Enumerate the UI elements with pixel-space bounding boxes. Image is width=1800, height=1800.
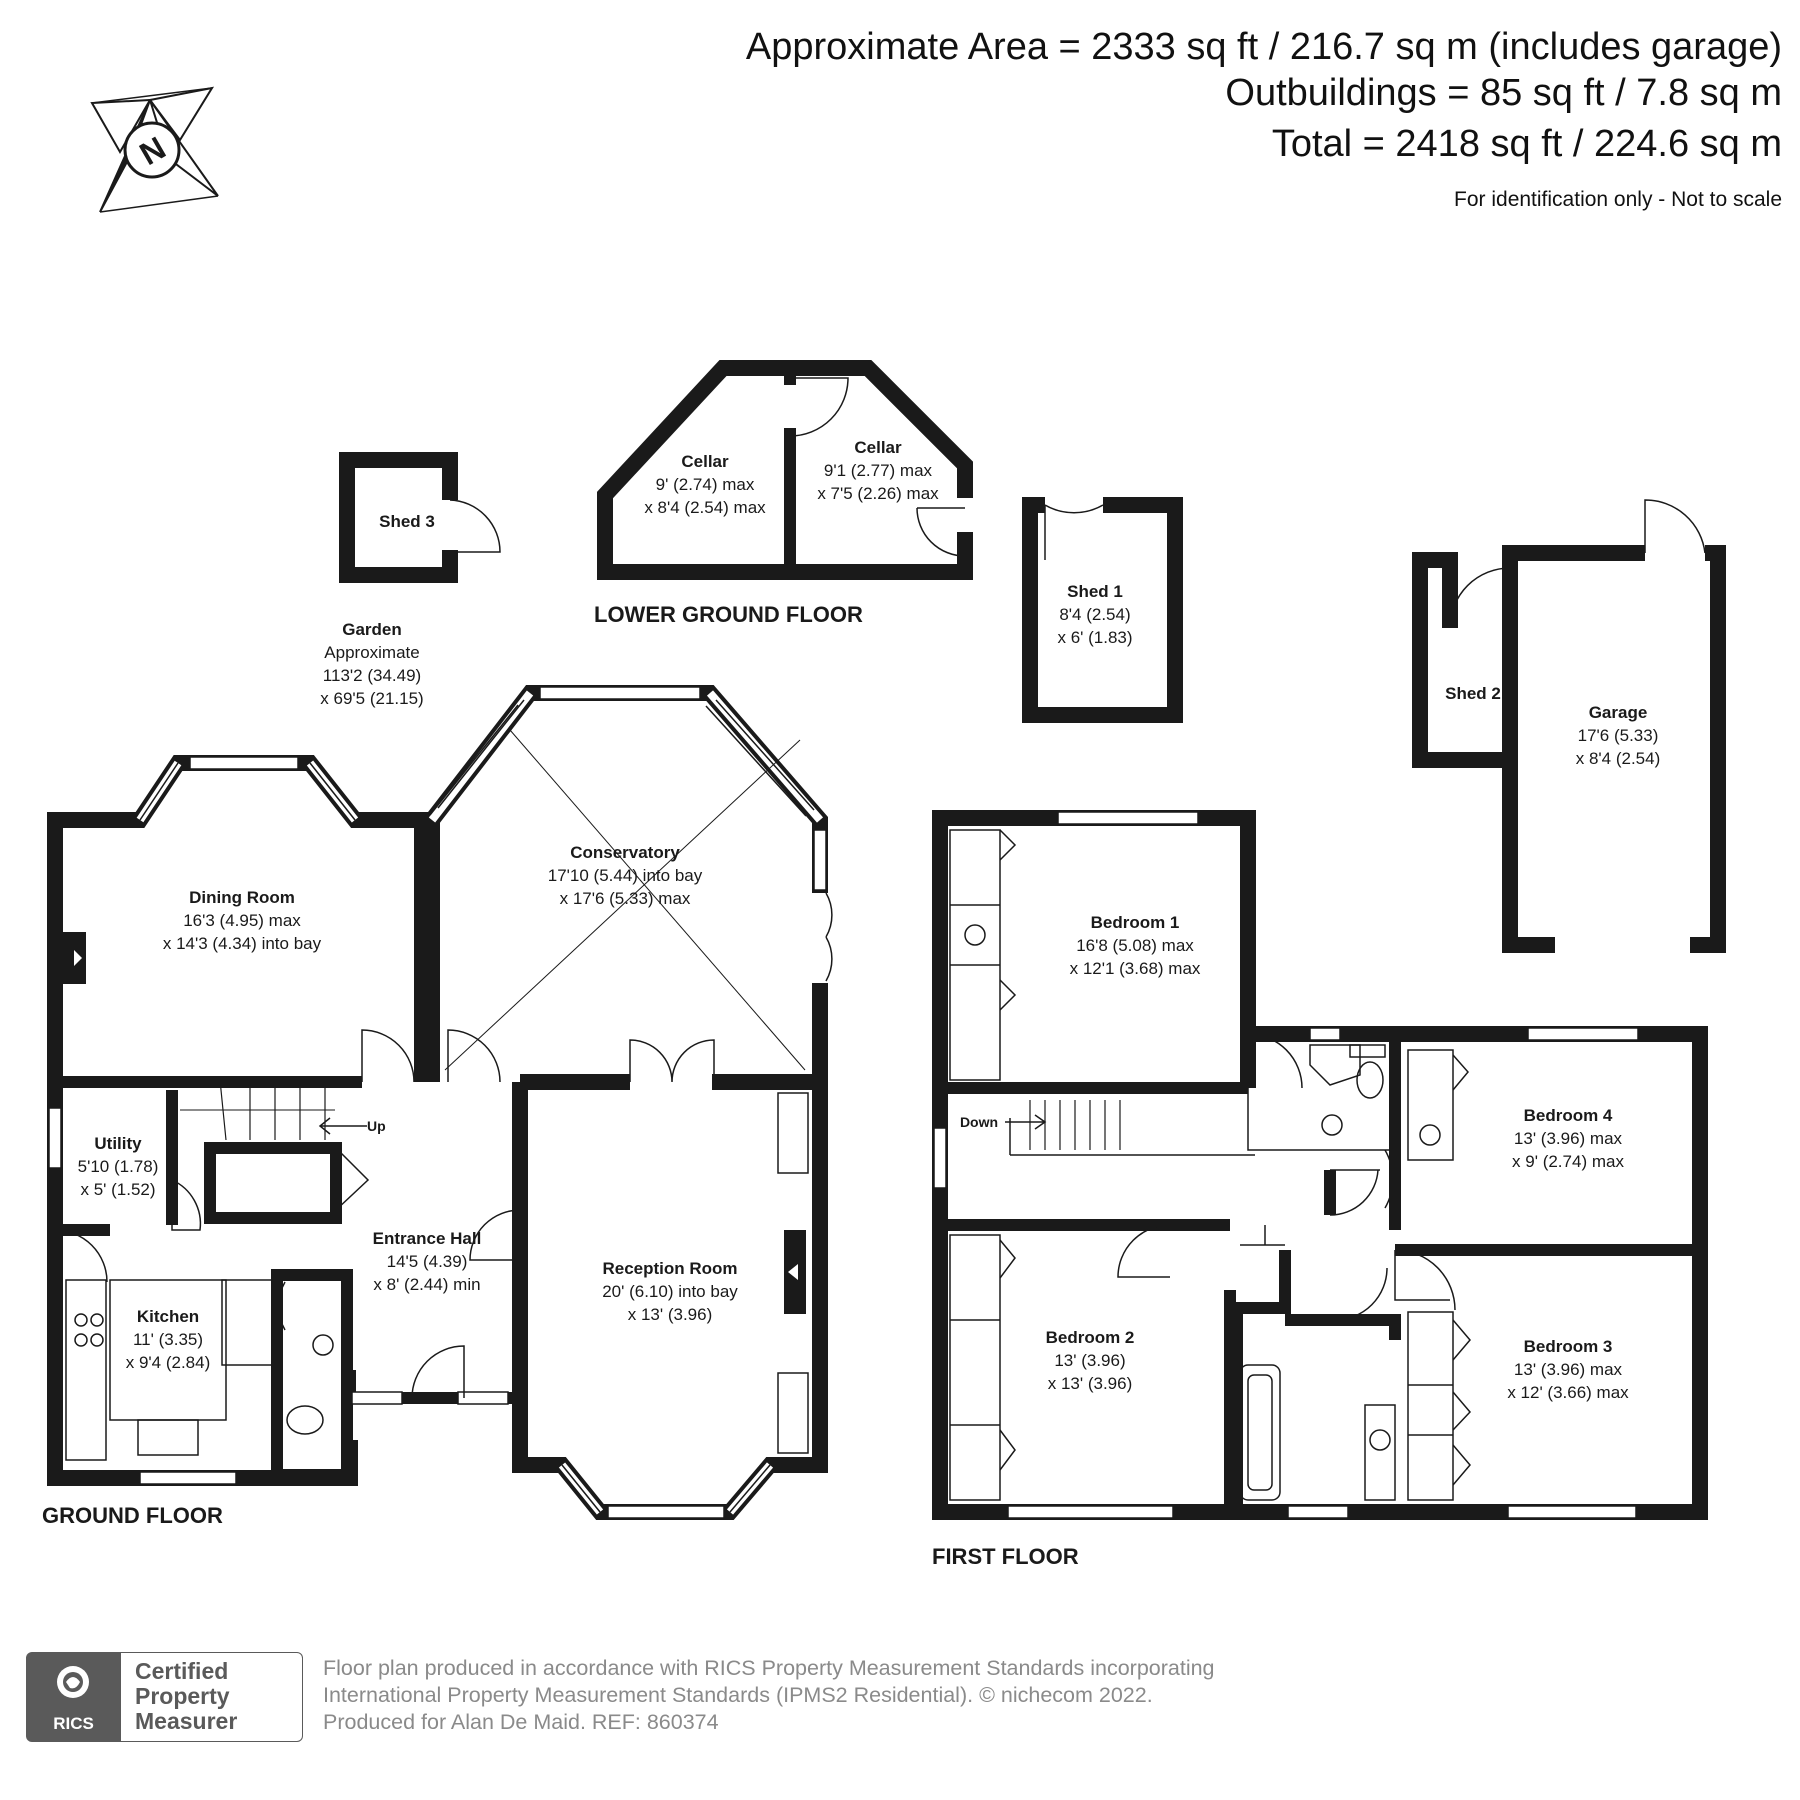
shed-1-dim1: 8'4 (2.54): [1059, 605, 1130, 624]
bedroom-4-dim1: 13' (3.96) max: [1514, 1129, 1623, 1148]
lower-ground-floor: Cellar 9' (2.74) max x 8'4 (2.54) max Ce…: [594, 360, 973, 627]
footer-line-1: Floor plan produced in accordance with R…: [323, 1656, 1215, 1680]
garden-dim1: 113'2 (34.49): [323, 666, 421, 685]
cellar-a-name: Cellar: [681, 452, 729, 471]
dining-room-name: Dining Room: [189, 888, 295, 907]
reception-room-dim2: x 13' (3.96): [628, 1305, 713, 1324]
garden-dim2: x 69'5 (21.15): [320, 689, 423, 708]
shed-1-name: Shed 1: [1067, 582, 1123, 601]
badge-line-certified: Certified: [135, 1658, 229, 1684]
conservatory-name: Conservatory: [570, 843, 680, 862]
utility-name: Utility: [94, 1134, 142, 1153]
not-to-scale-note: For identification only - Not to scale: [1454, 188, 1782, 211]
lion-icon: [57, 1666, 89, 1698]
entrance-hall-dim1: 14'5 (4.39): [387, 1252, 468, 1271]
ground-floor: Up Entrance Hall 14'5 (4.39) x 8' (2.44)…: [42, 685, 833, 1528]
shed-2-and-garage: Shed 2 Garage 17'6 (5.33) x 8'4 (2.54): [1412, 499, 1726, 953]
utility-dim1: 5'10 (1.78): [78, 1157, 159, 1176]
rics-certified-badge: RICS Certified Property Measurer: [26, 1652, 304, 1742]
entrance-hall-dim2: x 8' (2.44) min: [373, 1275, 480, 1294]
first-floor: Down Bedroom 1 16'8 (5.08) max x 12'1 (3…: [932, 810, 1708, 1569]
reception-room-dim1: 20' (6.10) into bay: [602, 1282, 738, 1301]
footer-line-3: Produced for Alan De Maid. REF: 860374: [323, 1710, 719, 1734]
cellar-b-name: Cellar: [854, 438, 902, 457]
bedroom-2-dim1: 13' (3.96): [1054, 1351, 1125, 1370]
cellar-a-dim1: 9' (2.74) max: [656, 475, 755, 494]
badge-line-measurer: Measurer: [135, 1708, 238, 1734]
reception-room-name: Reception Room: [602, 1259, 737, 1278]
cellar-b-dim1: 9'1 (2.77) max: [824, 461, 933, 480]
ground-floor-label: GROUND FLOOR: [42, 1503, 223, 1528]
conservatory-dim1: 17'10 (5.44) into bay: [548, 866, 703, 885]
footer-disclaimer: Floor plan produced in accordance with R…: [323, 1655, 1215, 1736]
ground-stairs-up-label: Up: [367, 1118, 386, 1134]
bedroom-1-dim2: x 12'1 (3.68) max: [1070, 959, 1201, 978]
first-floor-label: FIRST FLOOR: [932, 1544, 1079, 1569]
garage-name: Garage: [1589, 703, 1648, 722]
garage-dim1: 17'6 (5.33): [1578, 726, 1659, 745]
total-area-text: Total = 2418 sq ft / 224.6 sq m: [1271, 123, 1782, 165]
rics-badge-text: Certified Property Measurer: [121, 1652, 303, 1742]
dining-room-dim2: x 14'3 (4.34) into bay: [163, 934, 322, 953]
utility-dim2: x 5' (1.52): [80, 1180, 155, 1199]
cellar-b-dim2: x 7'5 (2.26) max: [817, 484, 939, 503]
outbuildings-area-text: Outbuildings = 85 sq ft / 7.8 sq m: [1225, 72, 1782, 114]
bedroom-3-dim1: 13' (3.96) max: [1514, 1360, 1623, 1379]
first-stairs-down-label: Down: [960, 1114, 998, 1130]
garden-label: Garden Approximate 113'2 (34.49) x 69'5 …: [320, 620, 423, 708]
garden-line1: Approximate: [324, 643, 419, 662]
approximate-area-text: Approximate Area = 2333 sq ft / 216.7 sq…: [745, 26, 1782, 68]
badge-line-property: Property: [135, 1683, 230, 1709]
cellar-a-dim2: x 8'4 (2.54) max: [644, 498, 766, 517]
bedroom-2-name: Bedroom 2: [1046, 1328, 1135, 1347]
shed-1: Shed 1 8'4 (2.54) x 6' (1.83): [1022, 497, 1183, 723]
bedroom-4-dim2: x 9' (2.74) max: [1512, 1152, 1624, 1171]
lower-ground-floor-label: LOWER GROUND FLOOR: [594, 602, 863, 627]
garage-dim2: x 8'4 (2.54): [1576, 749, 1661, 768]
entrance-hall-name: Entrance Hall: [373, 1229, 482, 1248]
conservatory-dim2: x 17'6 (5.33) max: [560, 889, 691, 908]
rics-logo: RICS: [26, 1652, 121, 1742]
shed-2-name: Shed 2: [1445, 684, 1501, 703]
compass-icon: N: [90, 86, 219, 213]
bedroom-2-dim2: x 13' (3.96): [1048, 1374, 1133, 1393]
bedroom-3-name: Bedroom 3: [1524, 1337, 1613, 1356]
bedroom-1-dim1: 16'8 (5.08) max: [1076, 936, 1194, 955]
bedroom-3-dim2: x 12' (3.66) max: [1507, 1383, 1629, 1402]
kitchen-dim1: 11' (3.35): [133, 1330, 203, 1349]
kitchen-name: Kitchen: [137, 1307, 199, 1326]
dining-room-dim1: 16'3 (4.95) max: [183, 911, 301, 930]
shed-3: Shed 3: [339, 452, 501, 583]
shed-1-dim2: x 6' (1.83): [1057, 628, 1132, 647]
shed-3-name: Shed 3: [379, 512, 435, 531]
bedroom-1-name: Bedroom 1: [1091, 913, 1180, 932]
footer-line-2: International Property Measurement Stand…: [323, 1683, 1153, 1707]
garden-name: Garden: [342, 620, 402, 639]
rics-wordmark: RICS: [53, 1714, 94, 1733]
kitchen-dim2: x 9'4 (2.84): [126, 1353, 211, 1372]
bedroom-4-name: Bedroom 4: [1524, 1106, 1613, 1125]
